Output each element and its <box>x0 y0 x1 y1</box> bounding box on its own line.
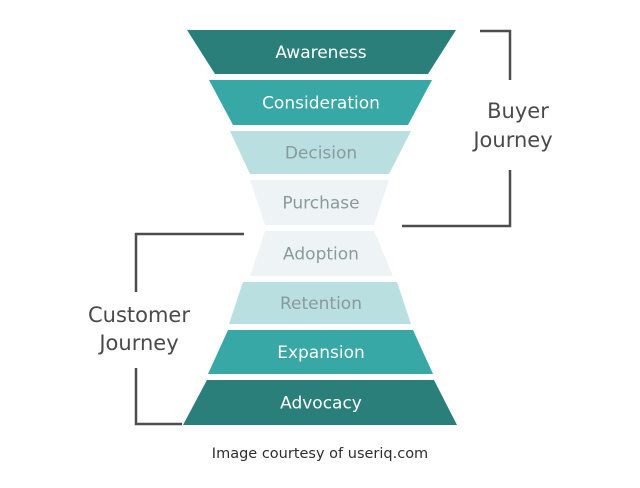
buyer-journey-label-line1: Buyer <box>487 99 549 123</box>
stage-band-awareness <box>187 30 456 74</box>
funnel-labels: AwarenessConsiderationDecisionPurchaseAd… <box>262 43 380 414</box>
buyer-journey-bracket <box>402 29 512 228</box>
image-caption: Image courtesy of useriq.com <box>211 446 429 462</box>
stage-label-consideration: Consideration <box>262 94 380 114</box>
stage-label-awareness: Awareness <box>275 43 366 63</box>
stage-label-retention: Retention <box>280 294 362 314</box>
stage-band-purchase <box>250 180 389 225</box>
funnel-bands <box>183 30 457 425</box>
stage-label-expansion: Expansion <box>277 343 365 363</box>
stage-label-purchase: Purchase <box>282 194 359 214</box>
stage-band-advocacy <box>183 380 457 425</box>
customer-journey-label-line1: Customer <box>88 303 190 327</box>
stage-label-advocacy: Advocacy <box>280 394 362 414</box>
customer-journey-bracket <box>134 232 244 426</box>
stage-label-decision: Decision <box>285 144 357 164</box>
stage-band-expansion <box>208 330 433 374</box>
stage-band-adoption <box>250 231 393 276</box>
stage-band-decision <box>230 131 411 174</box>
stage-band-consideration <box>209 80 432 125</box>
buyer-journey-label-line2: Journey <box>471 128 552 152</box>
customer-journey-label-line2: Journey <box>97 331 178 355</box>
stage-band-retention <box>229 282 411 324</box>
stage-label-adoption: Adoption <box>283 245 359 265</box>
